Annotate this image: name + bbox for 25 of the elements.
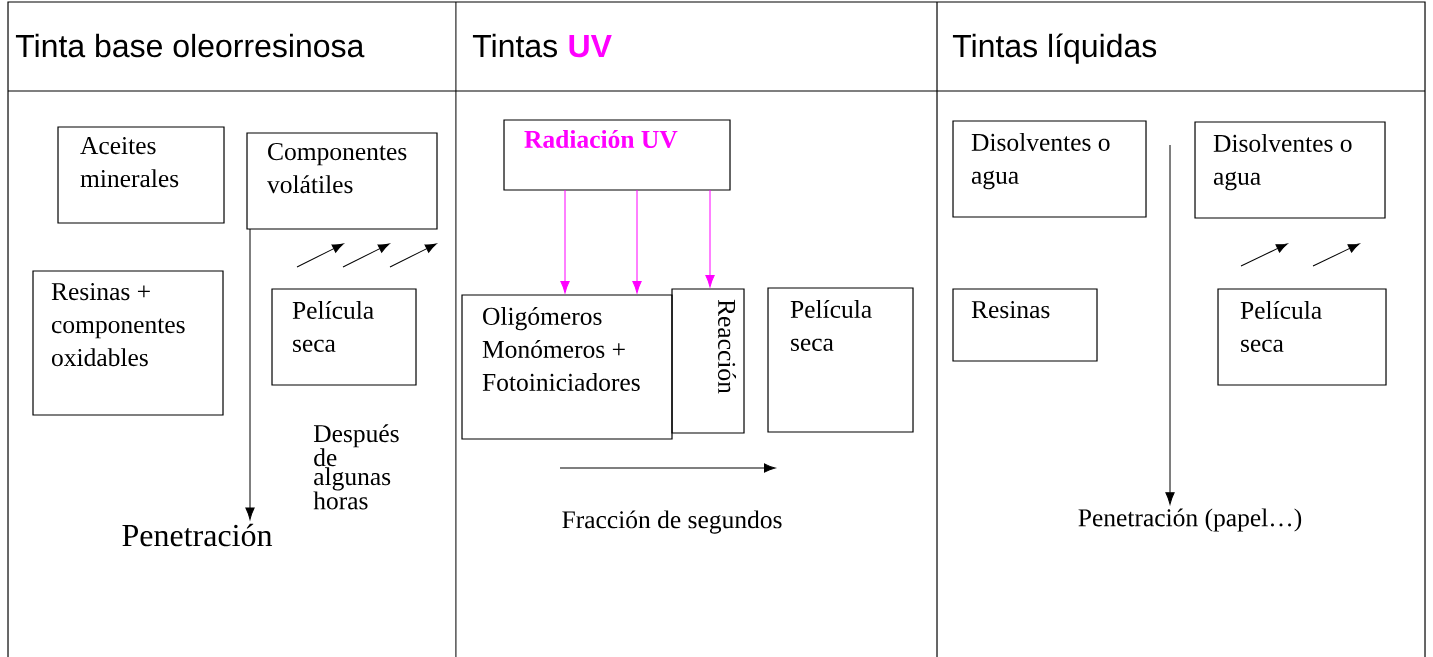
text-box: Resinas <box>952 288 1098 362</box>
text-box: Aceites minerales <box>57 126 225 224</box>
text-box: Película seca <box>767 287 914 433</box>
column-header: UV <box>569 35 612 58</box>
arrow <box>632 189 642 294</box>
arrow <box>1165 144 1175 505</box>
text-box: Radiación UV <box>503 119 731 191</box>
label-text: Penetración <box>122 523 273 547</box>
column-header: Tintas líquidas <box>952 33 1157 64</box>
text-box: Componentes volátiles <box>246 132 438 230</box>
text-box: Resinas + componentes oxidables <box>32 270 224 416</box>
text-box: Oligómeros Monómeros + Fotoiniciadores <box>461 294 673 440</box>
text-box: Película seca <box>271 288 417 386</box>
column-header: Tintas <box>472 33 557 58</box>
note-text: Después de algunas horas <box>313 424 399 510</box>
arrow <box>560 189 570 294</box>
text-box: Disolventes o agua <box>952 120 1147 218</box>
note-text: Fracción de segundos <box>562 510 782 534</box>
arrow <box>245 228 255 520</box>
text-box: Película seca <box>1217 288 1387 386</box>
label-text: Penetración (papel…) <box>1078 508 1302 532</box>
text-box: Reacción <box>671 288 745 434</box>
column-header: Tinta base oleorresinosa <box>15 33 365 58</box>
arrow <box>705 189 715 288</box>
text-box: Disolventes o agua <box>1194 121 1386 219</box>
